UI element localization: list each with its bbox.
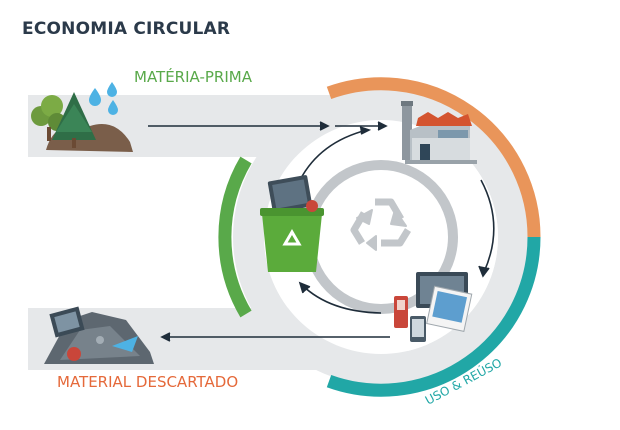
teal-arc <box>326 236 541 397</box>
tree-and-water-drops-icon <box>31 82 133 152</box>
label-raw-material: MATÉRIA-PRIMA <box>134 67 253 86</box>
flow-arrows <box>148 121 495 342</box>
waste-pile-icon <box>44 306 154 364</box>
orange-arc <box>326 77 541 238</box>
green-recycling-bin-icon <box>260 175 324 272</box>
arrow-bin-to-factory <box>299 129 368 181</box>
label-discarded-material: MATERIAL DESCARTADO <box>57 373 238 391</box>
electronic-devices-icon <box>394 272 473 342</box>
arrow-devices-to-bin <box>301 284 382 314</box>
recycle-symbol-icon <box>350 198 411 251</box>
arrow-factory-to-devices <box>480 179 495 273</box>
green-arc <box>218 156 252 318</box>
factory-icon <box>401 101 477 164</box>
page-title: ECONOMIA CIRCULAR <box>22 19 231 39</box>
